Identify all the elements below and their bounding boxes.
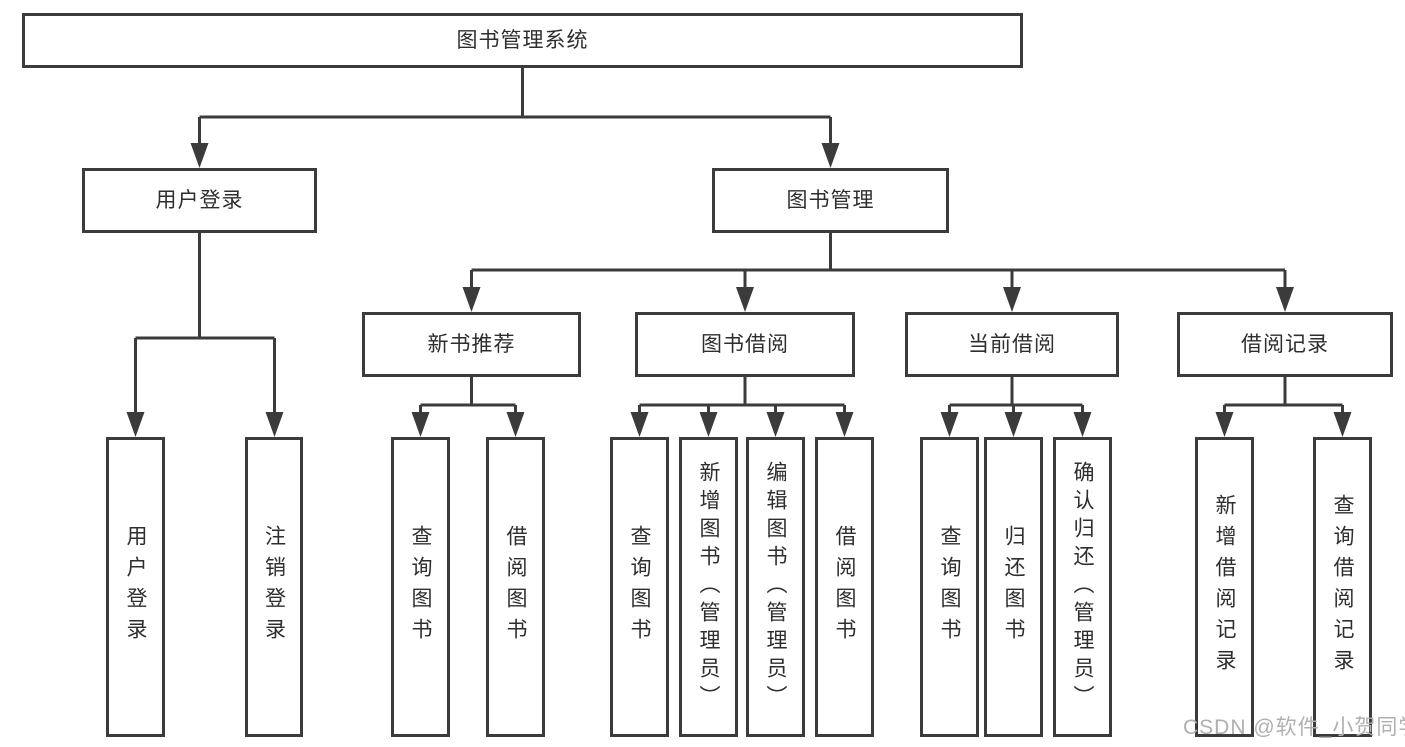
leaf-borrowing-borrow-book: 借阅图书 — [815, 437, 874, 737]
leaf-records-query-record: 查询借阅记录 — [1313, 437, 1372, 737]
leaf-borrowing-add-book-admin: 新增图书（管理员） — [679, 437, 738, 737]
leaf-user-login: 用户登录 — [106, 437, 165, 737]
node-book-borrowing: 图书借阅 — [635, 312, 855, 377]
leaf-recommend-query-book: 查询图书 — [391, 437, 450, 737]
leaf-logout: 注销登录 — [245, 437, 303, 737]
arrowheads — [126, 143, 1352, 437]
leaf-borrowing-edit-book-admin: 编辑图书（管理员） — [746, 437, 805, 737]
node-borrowing-records: 借阅记录 — [1177, 312, 1393, 377]
leaf-borrowing-query-book: 查询图书 — [610, 437, 669, 737]
node-new-book-recommend: 新书推荐 — [362, 312, 581, 377]
leaf-current-return-book: 归还图书 — [984, 437, 1043, 737]
node-current-borrowing: 当前借阅 — [905, 312, 1119, 377]
node-user-login: 用户登录 — [82, 168, 317, 233]
leaf-current-confirm-return-admin: 确认归还（管理员） — [1053, 437, 1112, 737]
node-book-management: 图书管理 — [712, 168, 949, 233]
csdn-watermark: CSDN @软件_小贺同学 — [1183, 716, 1405, 739]
node-root-system: 图书管理系统 — [22, 13, 1023, 68]
leaf-recommend-borrow-book: 借阅图书 — [486, 437, 545, 737]
leaf-records-add-record: 新增借阅记录 — [1195, 437, 1254, 737]
leaf-current-query-book: 查询图书 — [920, 437, 979, 737]
